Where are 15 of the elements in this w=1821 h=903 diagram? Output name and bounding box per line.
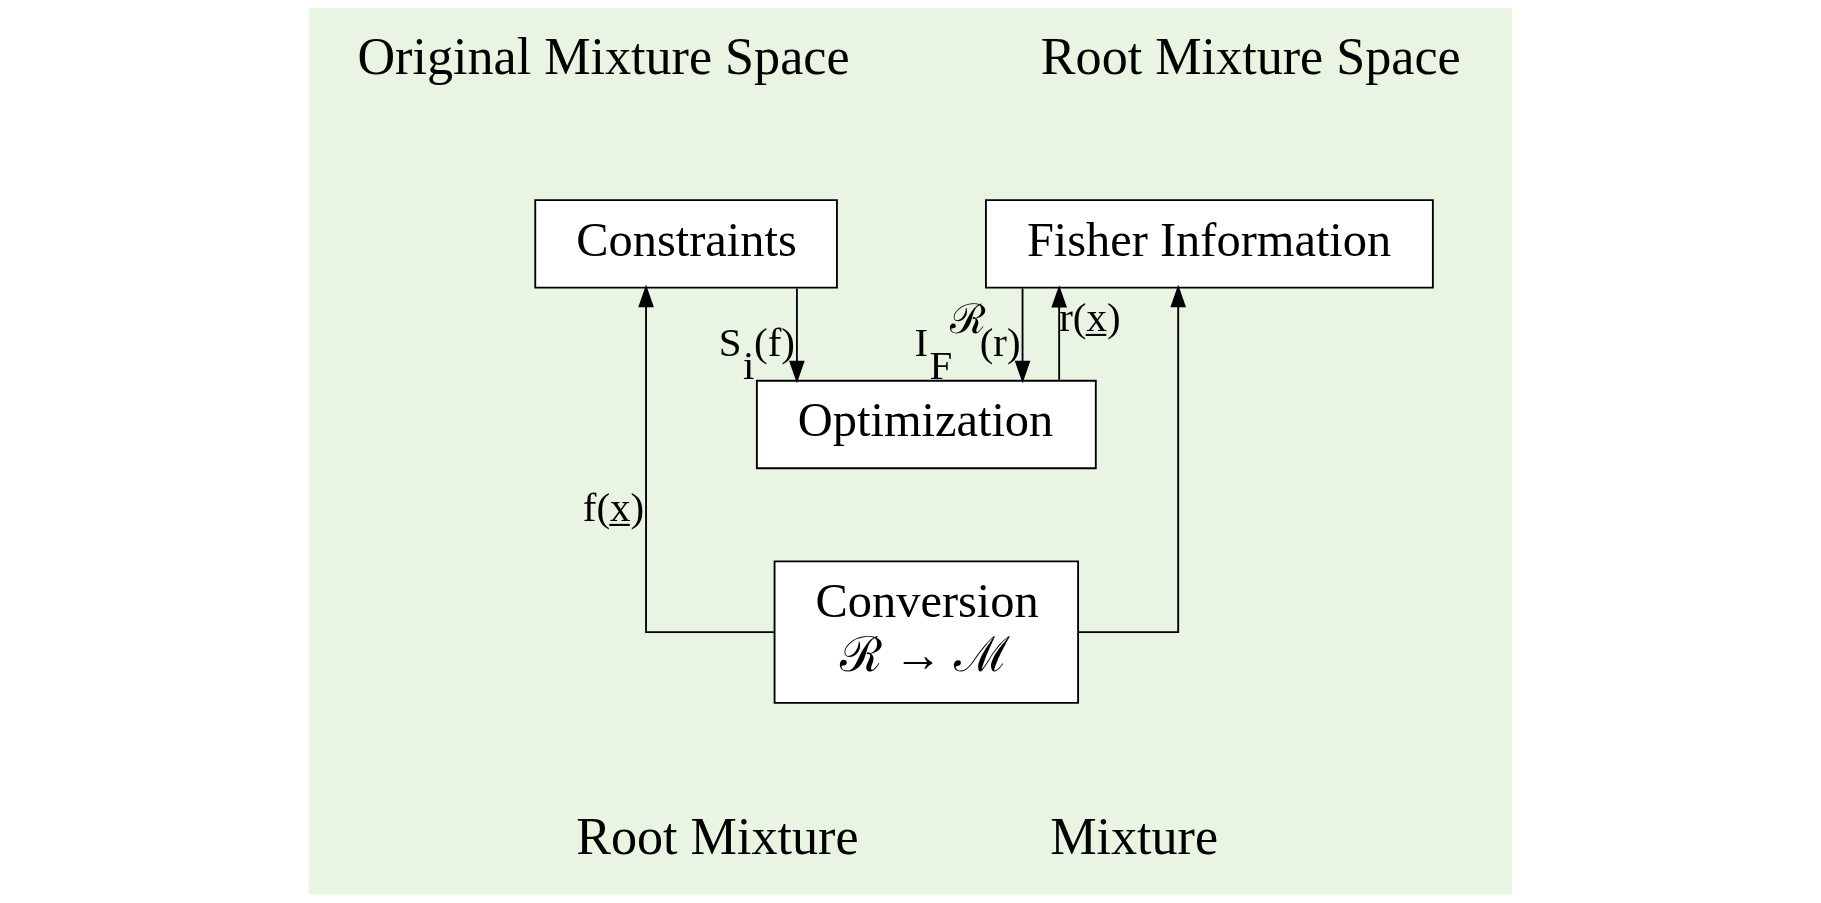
node-box: Fisher Information: [985, 199, 1434, 289]
arrow: [638, 284, 775, 634]
label: Original Mixture Space: [357, 28, 850, 86]
node-box: Optimization: [755, 379, 1097, 470]
edge-label: r(x̲): [1059, 294, 1121, 341]
label: Mixture: [1050, 808, 1219, 866]
arrow: [1077, 284, 1187, 634]
arrow: [1051, 285, 1067, 381]
label: Root Mixture Space: [1040, 28, 1461, 86]
label: Root Mixture: [576, 808, 859, 866]
arrow: [1014, 287, 1031, 384]
arrow: [789, 287, 805, 384]
edge-label: f(x̲): [582, 484, 645, 531]
node-box: Conversion ℛ → ℳ: [773, 560, 1080, 704]
node-box: Constraints: [534, 199, 838, 289]
